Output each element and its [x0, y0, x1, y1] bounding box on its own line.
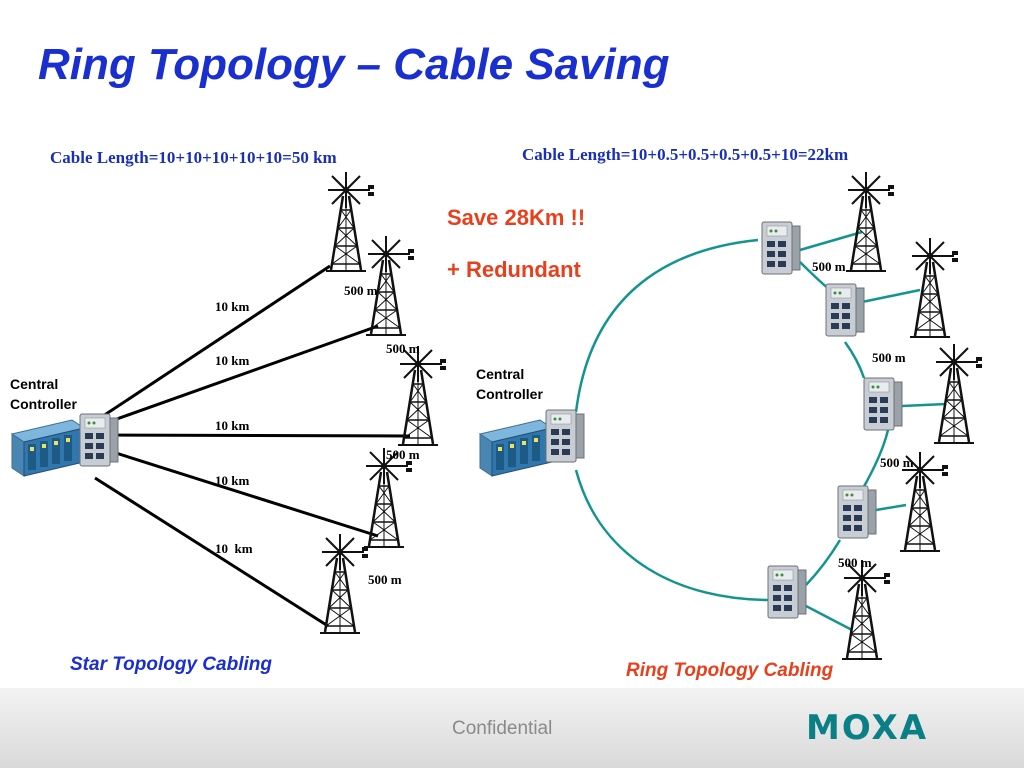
ring-wind-turbine-icon — [908, 236, 960, 339]
star-drop-label: 500 m — [386, 341, 420, 356]
star-wind-turbine-icon — [318, 532, 370, 635]
ring-controller-label-line1: Central — [476, 366, 525, 382]
star-link-label: 10 km — [215, 353, 250, 368]
star-drop-label: 500 m — [368, 572, 402, 587]
star-link-label: 10 km — [215, 473, 250, 488]
star-hub-switch-icon — [79, 413, 119, 467]
footer-bar — [0, 688, 1024, 768]
star-topology-caption: Star Topology Cabling — [70, 654, 272, 675]
star-link-label: 10 km — [215, 299, 250, 314]
ring-node-switch-icon — [837, 485, 877, 539]
ring-controller-label-line2: Controller — [476, 386, 543, 402]
ring-wind-turbine-icon — [840, 558, 892, 661]
ring-cable-length-formula: Cable Length=10+0.5+0.5+0.5+0.5+10=22km — [522, 145, 849, 164]
star-cable-length-formula: Cable Length=10+10+10+10+10=50 km — [50, 148, 337, 167]
ring-wind-turbine-icon — [844, 170, 896, 273]
star-controller-label-line2: Controller — [10, 396, 77, 412]
confidential-label: Confidential — [452, 718, 553, 739]
ring-segment-label: 500 m — [812, 259, 846, 274]
ring-node-switch-icon — [761, 221, 801, 275]
ring-central-controller-icon — [479, 419, 553, 477]
star-central-controller-icon — [11, 419, 85, 477]
moxa-logo: MOXA — [806, 708, 929, 748]
star-link-label: 10 km — [215, 418, 250, 433]
star-controller-label-line1: Central — [10, 376, 59, 392]
ring-wind-turbine-icon — [932, 342, 984, 445]
star-wind-turbine-icon — [396, 344, 448, 447]
ring-topology-caption: Ring Topology Cabling — [626, 660, 834, 681]
ring-node-switch-icon — [825, 283, 865, 337]
ring-controller-label: Central Controller — [476, 364, 543, 404]
star-controller-label: Central Controller — [10, 374, 77, 414]
star-drop-label: 500 m — [344, 283, 378, 298]
savings-callout: Save 28Km !! — [447, 205, 586, 230]
star-link-label: 10 km — [215, 541, 253, 556]
ring-cables — [574, 230, 947, 632]
ring-segment-label: 500 m — [838, 555, 872, 570]
star-cables — [94, 264, 411, 628]
redundant-callout: + Redundant — [447, 257, 581, 282]
ring-node-switch-icon — [863, 377, 903, 431]
ring-node-switch-icon — [767, 565, 807, 619]
page-title: Ring Topology – Cable Saving — [38, 40, 670, 89]
ring-segment-label: 500 m — [872, 350, 906, 365]
ring-central-switch-icon — [545, 409, 585, 463]
star-drop-label: 500 m — [386, 447, 420, 462]
ring-segment-label: 500 m — [880, 455, 914, 470]
star-wind-turbine-icon — [324, 170, 376, 273]
